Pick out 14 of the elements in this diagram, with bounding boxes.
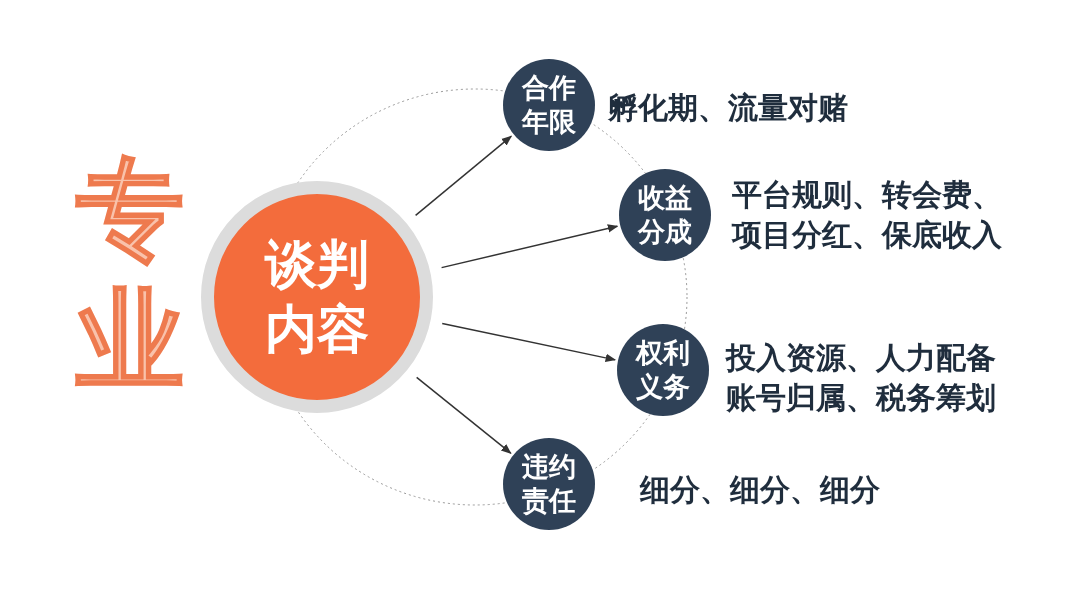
detail-text: 孵化期、流量对赌 [608,89,849,127]
arrow [441,322,617,363]
arrow [414,135,513,217]
arrow [415,376,512,454]
detail-text: 平台规则、转会费、项目分红、保底收入 [732,176,1003,254]
circle-label: 收益分成 [636,181,693,249]
circle-label: 权利义务 [634,336,691,404]
circle-label: 违约责任 [521,450,577,518]
detail-text: 细分、细分、细分 [640,471,881,509]
circle-label: 谈判内容 [263,233,370,361]
arrow [440,224,619,269]
circle-label: 合作年限 [520,71,577,139]
heading-text: 专业 [75,146,185,404]
detail-text: 投入资源、人力配备账号归属、税务筹划 [726,339,997,417]
